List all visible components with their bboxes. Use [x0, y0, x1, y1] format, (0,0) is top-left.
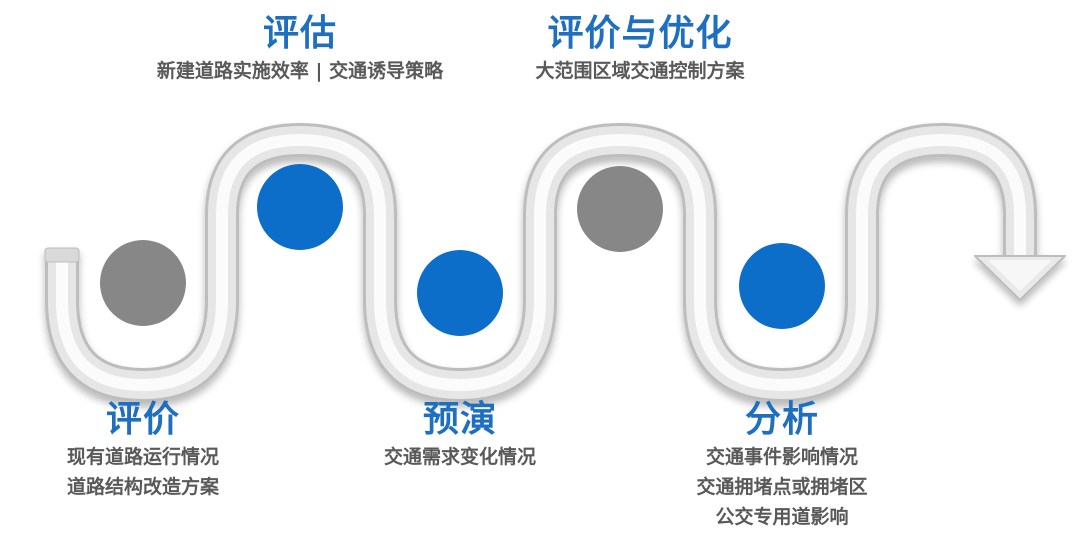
stage-assess: 评估 新建道路实施效率 | 交通诱导策略	[157, 12, 443, 86]
stage-title: 评价	[105, 399, 181, 440]
stage-analyze: 分析 交通事件影响情况 交通拥堵点或拥堵区 公交专用道影响	[696, 398, 867, 532]
stage-preview: 预演 交通需求变化情况	[384, 398, 536, 472]
stage-title: 分析	[744, 399, 820, 440]
serpentine-arrow-path	[44, 123, 1066, 402]
node-circle-5	[739, 243, 825, 329]
stage-description: 大范围区域交通控制方案	[535, 60, 745, 82]
stage-description: 新建道路实施效率 | 交通诱导策略	[156, 60, 444, 82]
node-circle-1	[100, 240, 186, 326]
stage-title: 评价与优化	[547, 13, 733, 54]
pipe-start-cap	[44, 247, 80, 263]
stage-description-line: 交通拥堵点或拥堵区	[696, 476, 868, 498]
stage-title: 评估	[262, 13, 338, 54]
stage-title: 预演	[422, 399, 498, 440]
node-circle-3	[417, 250, 503, 336]
stage-description-line: 现有道路运行情况	[66, 446, 220, 468]
flow-nodes	[100, 164, 825, 336]
stage-description-line: 交通事件影响情况	[705, 446, 859, 468]
stage-description-line: 公交专用道影响	[715, 506, 849, 528]
stage-evaluate: 评价 现有道路运行情况 道路结构改造方案	[67, 398, 219, 502]
stage-evaluate-optimize: 评价与优化 大范围区域交通控制方案	[535, 12, 744, 86]
node-circle-2	[257, 164, 343, 250]
stage-description-line: 道路结构改造方案	[66, 476, 220, 498]
stage-description-line: 交通需求变化情况	[383, 446, 537, 468]
node-circle-4	[577, 166, 663, 252]
